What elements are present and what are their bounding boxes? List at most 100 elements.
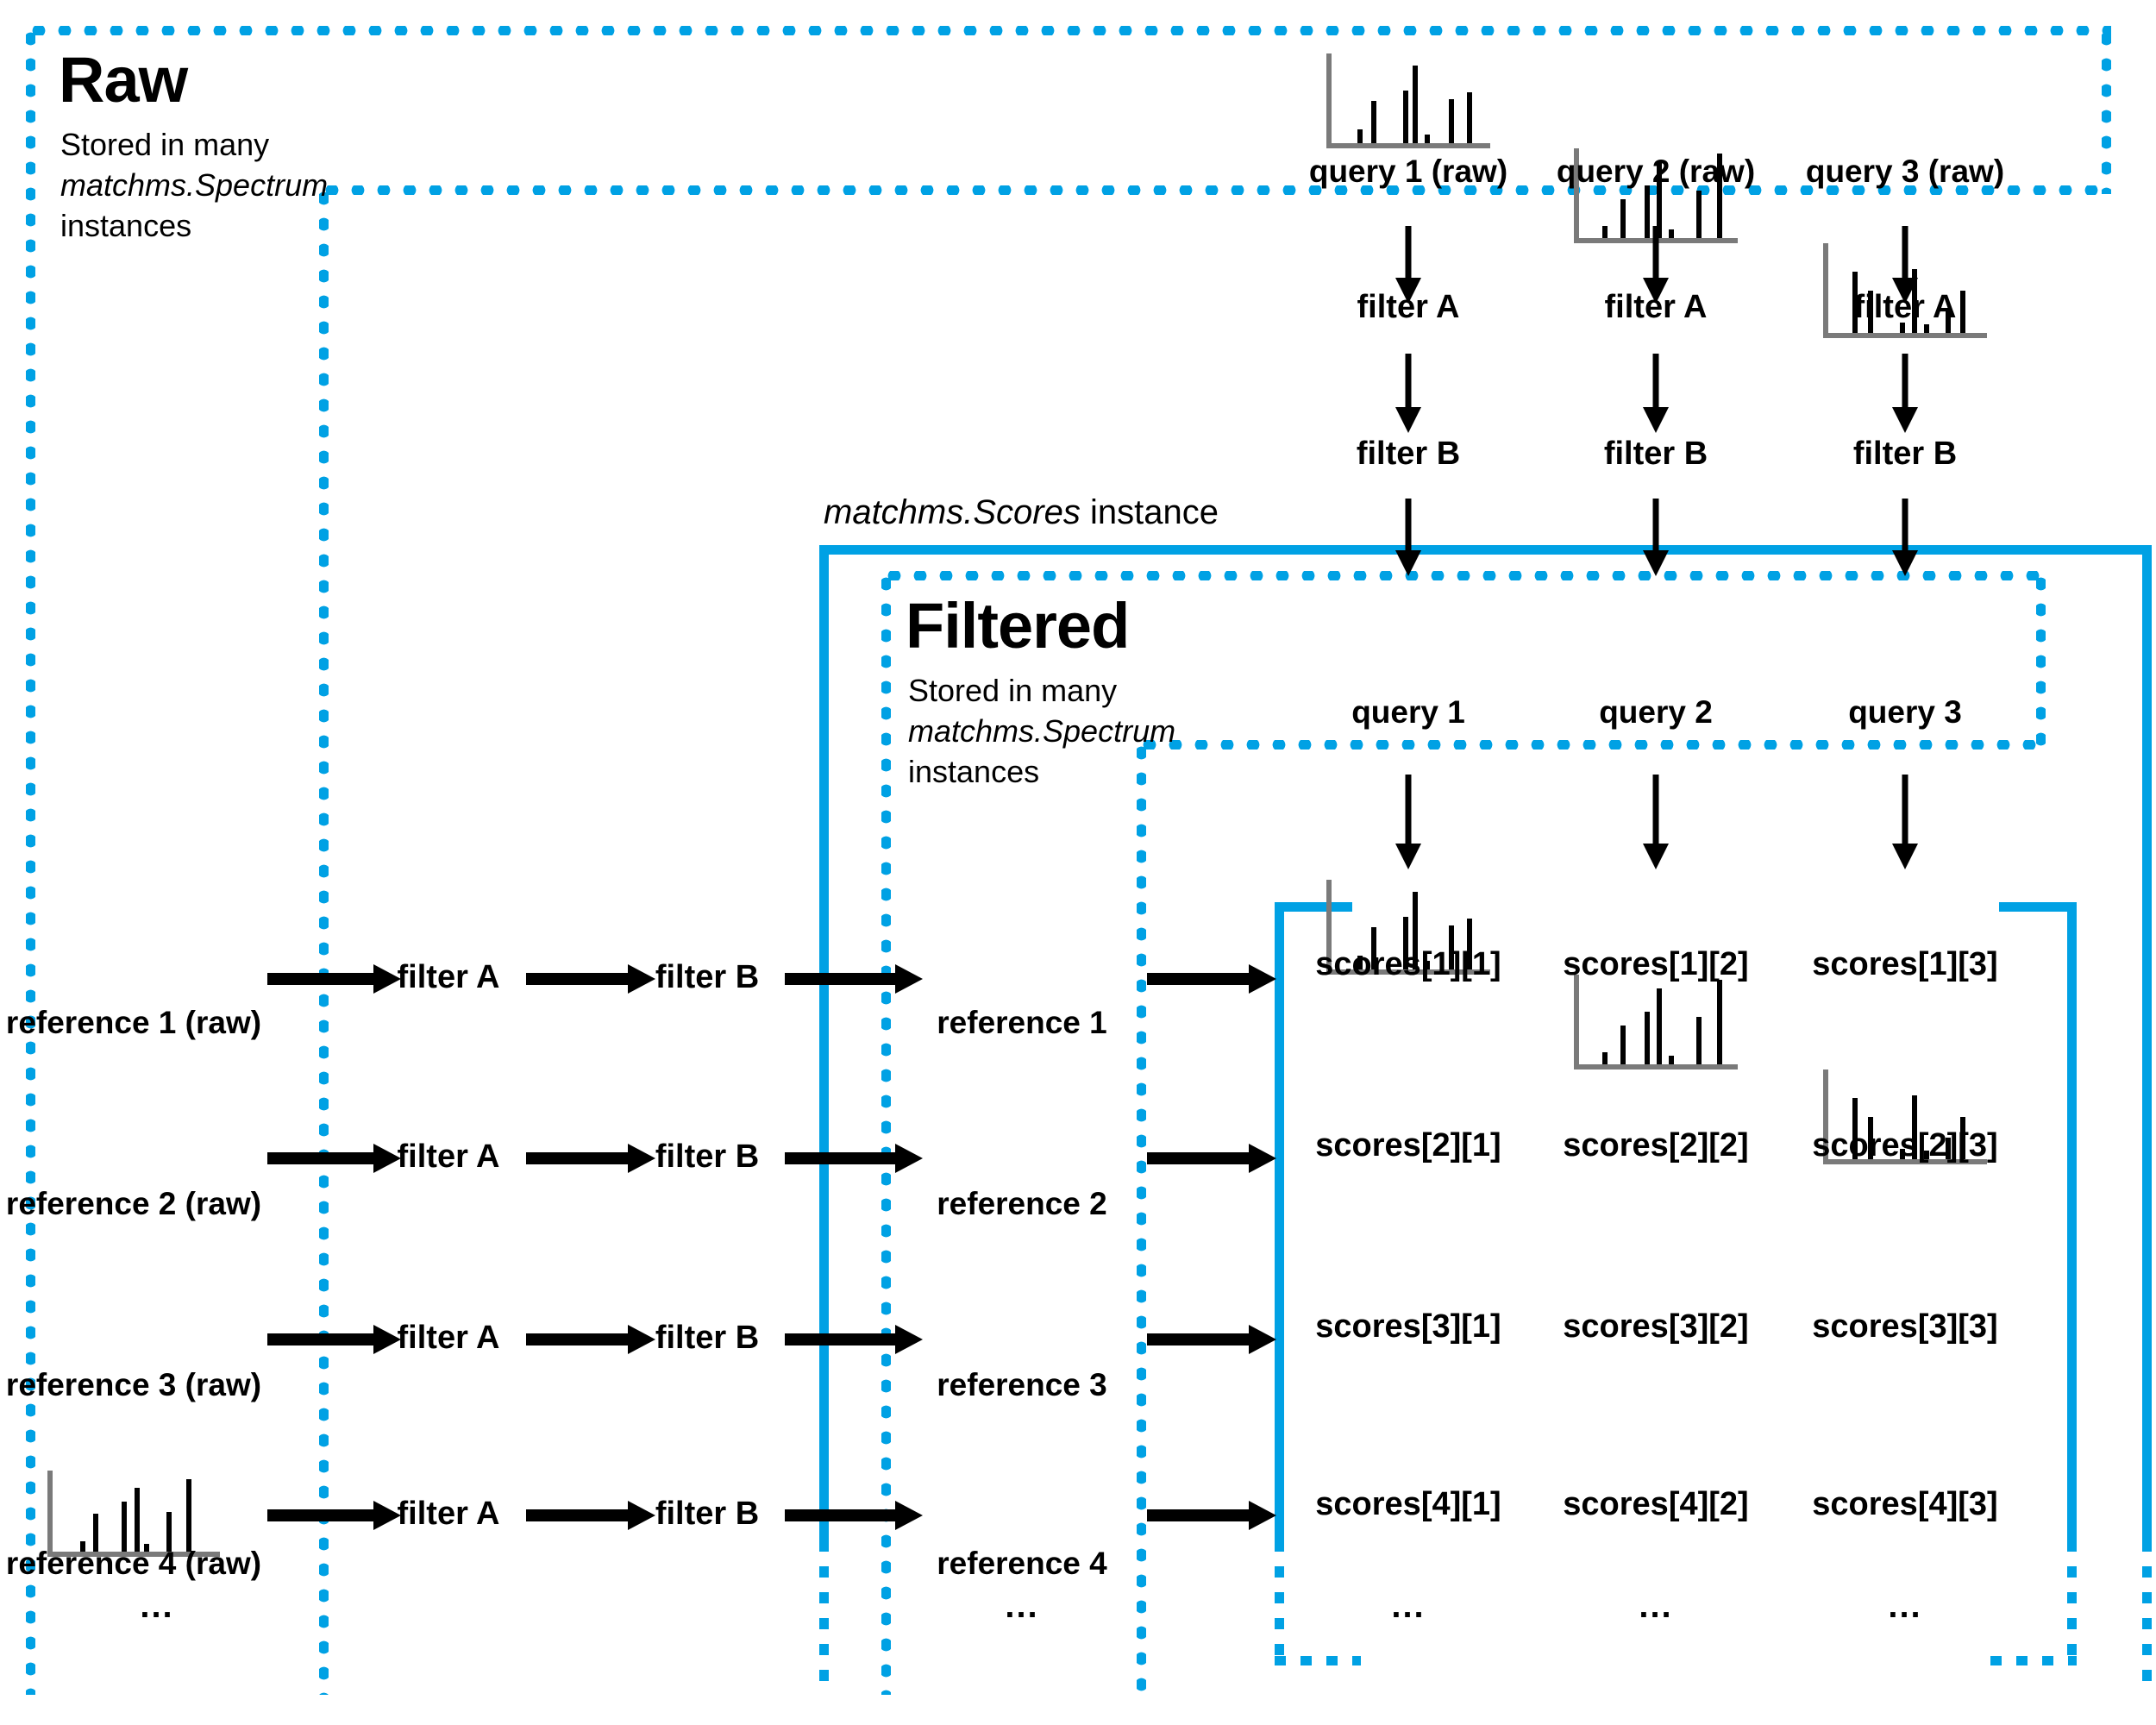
score-cell-4-2: scores[4][2] [1563,1486,1749,1522]
raw-title: Raw [59,44,188,116]
scores-caption-italic: matchms.Scores [824,493,1081,531]
reference-filtered-ellipsis: ... [1005,1587,1039,1625]
arrow-head [1892,550,1918,576]
spectrum-peak [1412,891,1418,969]
query-3-filter-a-label: filter A [1853,289,1957,325]
spectrum-plot [1574,975,1738,1070]
spectrum-peak [1424,135,1430,143]
arrow-filtered-ref-4-to-scores [1147,1490,1276,1541]
arrow-head [1249,1325,1276,1354]
arrow-ref-1-filter-a-to-b [526,953,655,1005]
query-2-filter-b-label: filter B [1603,436,1708,472]
score-cell-3-3: scores[3][3] [1812,1308,1998,1345]
reference-4-filter-b-label: filter B [655,1496,760,1532]
spectrum-peak [1960,1117,1966,1159]
arrow-head [628,1501,655,1530]
arrow-shaft [1147,1333,1250,1346]
spectrum-peak [144,1544,150,1552]
arrow-query-2-filter-a-to-b [1630,354,1682,433]
spectrum-y-axis [1823,243,1828,338]
arrow-shaft [1405,354,1412,409]
spectrum-peak [122,1501,128,1552]
spectrum-peak [1717,154,1723,238]
arrow-query-2-to-filter-a [1630,226,1682,304]
query-raw-label-3: query 3 (raw) [1805,154,2005,189]
arrow-ref-2-to-filter-a [267,1132,401,1184]
arrow-shaft [1902,226,1908,279]
raw-desc-line-2: matchms.Spectrum [60,166,329,203]
spectrum-peak [1657,988,1662,1064]
reference-raw-label-4: reference 4 (raw) [5,1546,262,1581]
arrow-shaft [267,1333,375,1346]
spectrum-peak [1924,1151,1930,1159]
spectrum-peak [92,1514,98,1552]
arrow-shaft [526,1509,630,1521]
filtered-box-right-edge [2036,571,2046,750]
spectrum-peak [1868,291,1873,333]
arrow-ref-4-filter-b-to-filtered [785,1490,923,1541]
arrow-ref-4-filter-a-to-b [526,1490,655,1541]
spectrum-peak [1657,161,1662,238]
spectrum-peak [1371,101,1376,143]
arrow-head [895,1325,923,1354]
spectrum-x-axis [1823,333,1987,338]
spectrum-peak [1695,1017,1702,1064]
bracket-bottom-right-stub-fade [1990,1656,2077,1665]
arrow-head [1249,1144,1276,1173]
spectrum-peak [1912,1095,1918,1159]
arrow-shaft [1405,226,1412,279]
arrow-query-3-filter-a-to-b [1879,354,1931,433]
query-raw-label-2: query 2 (raw) [1556,154,1756,189]
spectrum-peak [1717,980,1723,1064]
bracket-left-edge-fade [1275,1540,1284,1665]
reference-3-filter-a-label: filter A [397,1320,500,1356]
bracket-top-left-stub [1275,902,1352,912]
spectrum-x-axis [1326,969,1490,975]
raw-box-right-edge [2102,26,2111,194]
score-cell-3-1: scores[3][1] [1315,1308,1501,1345]
arrow-head [1249,964,1276,994]
bracket-bottom-left-stub-fade [1275,1656,1361,1665]
arrow-shaft [526,1333,630,1346]
arrow-shaft [1405,775,1412,845]
query-filtered-label-3: query 3 [1848,694,1962,730]
arrow-shaft [267,1152,375,1164]
arrow-head [1643,550,1669,576]
bracket-top-right-stub [1999,902,2077,912]
arrow-shaft [1652,499,1659,552]
spectrum-peak [1899,323,1905,333]
spectrum-peak [1466,919,1472,969]
spectrum-y-axis [1326,53,1332,148]
raw-box-top-edge [26,26,2111,35]
spectrum-peak [1644,1012,1650,1064]
spectrum-peak [1448,925,1454,969]
arrow-shaft [1652,775,1659,845]
spectrum-x-axis [1326,143,1490,148]
filtered-box-left-edge [881,571,891,1695]
spectrum-x-axis [47,1552,220,1557]
query-1-filter-b-label: filter B [1356,436,1461,472]
arrow-shaft [785,973,897,985]
arrow-head [1395,550,1421,576]
arrow-ref-3-to-filter-a [267,1314,401,1365]
spectrum-peak [1945,1137,1951,1159]
arrow-shaft [526,973,630,985]
spectrum-peak [166,1512,172,1552]
spectrum-peak [1412,65,1418,143]
reference-4-filter-a-label: filter A [397,1496,500,1532]
raw-description: Stored in many matchms.Spectrum instance… [60,125,336,246]
score-ellipsis-2: ... [1639,1587,1673,1625]
spectrum-peak [1695,191,1702,238]
spectrum-peak [1357,956,1363,969]
query-3-filter-b-label: filter B [1852,436,1958,472]
reference-raw-label-1: reference 1 (raw) [5,1005,262,1040]
arrow-shaft [526,1152,630,1164]
scores-caption-rest: instance [1080,493,1219,531]
arrow-query-1-filter-b-to-filtered [1382,499,1434,576]
arrow-filtered-ref-3-to-scores [1147,1314,1276,1365]
arrow-shaft [1902,499,1908,552]
query-raw-label-1: query 1 (raw) [1308,154,1508,189]
bracket-right-edge [2067,902,2077,1546]
arrow-query-3-to-scores [1879,775,1931,869]
spectrum-x-axis [1574,1064,1738,1070]
